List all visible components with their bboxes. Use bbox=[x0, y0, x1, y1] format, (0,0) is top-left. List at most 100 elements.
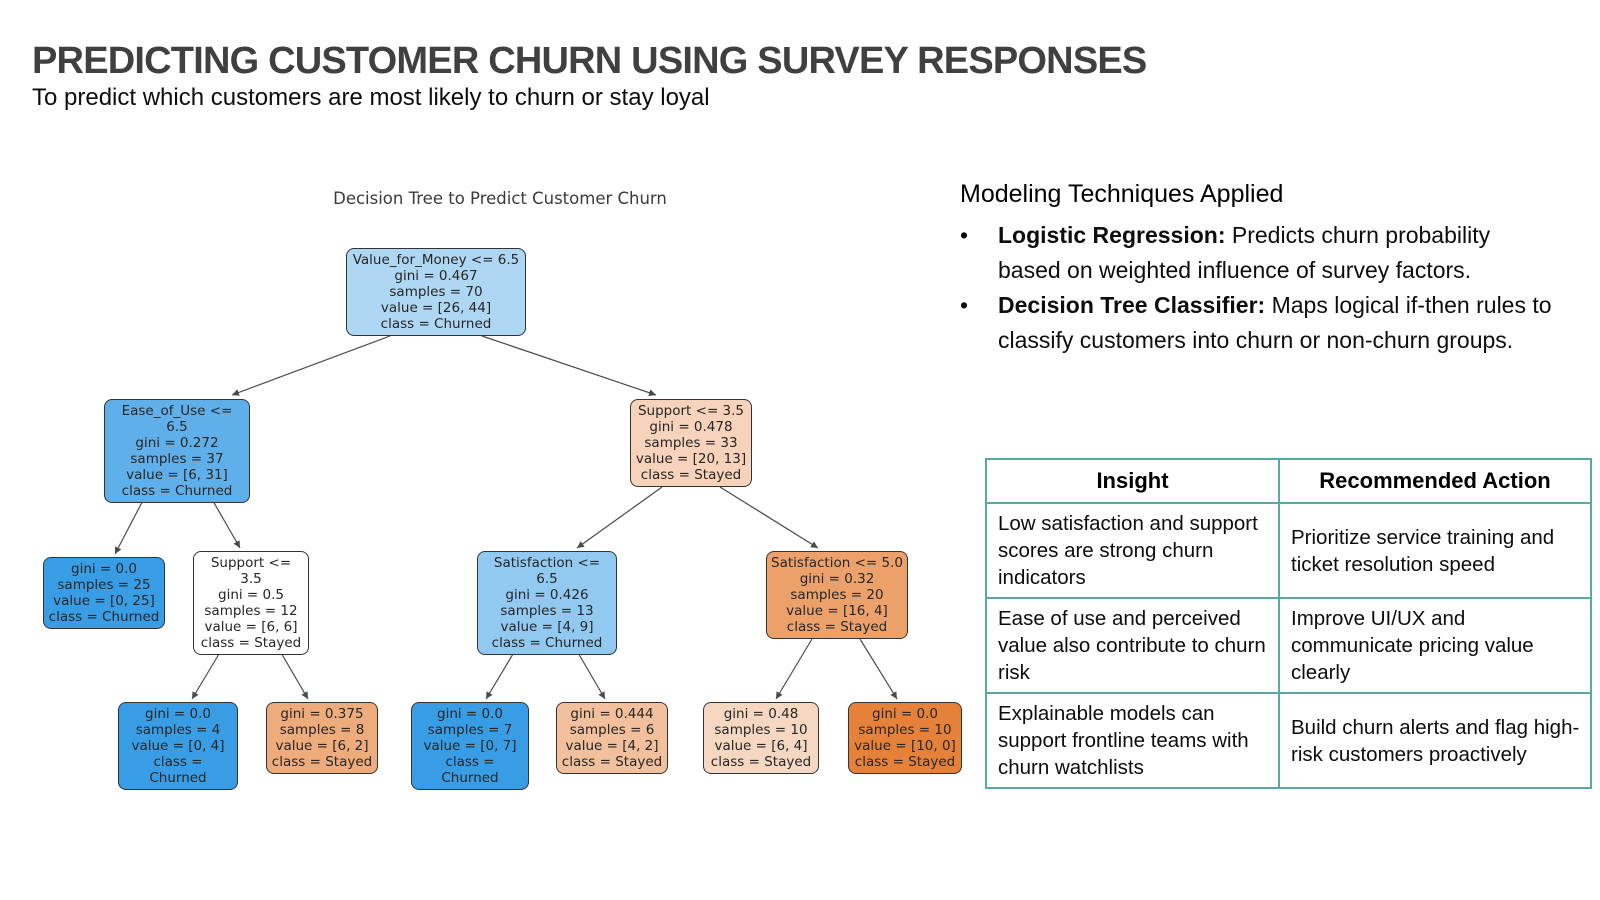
node-samples: samples = 12 bbox=[204, 603, 298, 619]
page-subtitle: To predict which customers are most like… bbox=[32, 84, 710, 111]
node-class: class = Stayed bbox=[200, 635, 302, 651]
bullet-desc: Maps logical if-then rules to classify c… bbox=[998, 292, 1552, 353]
tree-node-support-33: Support <= 3.5 gini = 0.478 samples = 33… bbox=[630, 399, 752, 487]
modeling-techniques-list: • Logistic Regression: Predicts churn pr… bbox=[960, 218, 1552, 358]
node-value: value = [4, 2] bbox=[565, 738, 659, 754]
bullet-marker: • bbox=[960, 222, 969, 248]
node-condition: Satisfaction <= 5.0 bbox=[771, 555, 903, 571]
bullet-term: Decision Tree Classifier: bbox=[998, 292, 1266, 318]
node-value: value = [6, 2] bbox=[275, 738, 369, 754]
action-cell: Build churn alerts and flag high-risk cu… bbox=[1278, 692, 1592, 789]
tree-leaf-churned-7: gini = 0.0 samples = 7 value = [0, 7] cl… bbox=[411, 702, 529, 790]
node-samples: samples = 8 bbox=[279, 722, 365, 738]
node-gini: gini = 0.5 bbox=[218, 587, 284, 603]
node-samples: samples = 4 bbox=[135, 722, 221, 738]
action-cell: Improve UI/UX and communicate pricing va… bbox=[1278, 597, 1592, 694]
insight-action-table: Insight Recommended Action Low satisfact… bbox=[985, 458, 1592, 789]
node-value: value = [16, 4] bbox=[786, 603, 888, 619]
node-value: value = [6, 31] bbox=[126, 467, 228, 483]
tree-node-root-value-for-money: Value_for_Money <= 6.5 gini = 0.467 samp… bbox=[346, 248, 526, 336]
list-item: • Logistic Regression: Predicts churn pr… bbox=[960, 218, 1552, 288]
tree-node-support-12: Support <= 3.5 gini = 0.5 samples = 12 v… bbox=[193, 551, 309, 655]
table-row: Low satisfaction and support scores are … bbox=[985, 502, 1592, 599]
node-class: class = Churned bbox=[441, 754, 499, 786]
node-samples: samples = 6 bbox=[569, 722, 655, 738]
node-class: class = Churned bbox=[149, 754, 207, 786]
node-samples: samples = 25 bbox=[57, 577, 151, 593]
tree-leaf-churned-4: gini = 0.0 samples = 4 value = [0, 4] cl… bbox=[118, 702, 238, 790]
tree-leaf-stayed-6: gini = 0.444 samples = 6 value = [4, 2] … bbox=[556, 702, 668, 774]
node-value: value = [6, 4] bbox=[714, 738, 808, 754]
bullet-text: Logistic Regression: Predicts churn prob… bbox=[998, 218, 1552, 288]
node-gini: gini = 0.375 bbox=[280, 706, 364, 722]
node-samples: samples = 7 bbox=[427, 722, 513, 738]
node-class: class = Stayed bbox=[640, 467, 742, 483]
node-value: value = [0, 25] bbox=[53, 593, 155, 609]
node-condition: Support <= 3.5 bbox=[637, 403, 745, 419]
node-samples: samples = 13 bbox=[500, 603, 594, 619]
node-gini: gini = 0.0 bbox=[71, 561, 137, 577]
node-condition: Satisfaction <= 6.5 bbox=[493, 555, 601, 587]
tree-leaf-stayed-8: gini = 0.375 samples = 8 value = [6, 2] … bbox=[266, 702, 378, 774]
tree-edges bbox=[114, 335, 898, 700]
node-gini: gini = 0.444 bbox=[570, 706, 654, 722]
table-header-row: Insight Recommended Action bbox=[985, 458, 1592, 504]
node-class: class = Churned bbox=[491, 635, 603, 651]
node-value: value = [4, 9] bbox=[500, 619, 594, 635]
page-title: PREDICTING CUSTOMER CHURN USING SURVEY R… bbox=[32, 40, 1147, 82]
list-item: • Decision Tree Classifier: Maps logical… bbox=[960, 288, 1552, 358]
node-class: class = Stayed bbox=[271, 754, 373, 770]
node-condition: Ease_of_Use <= 6.5 bbox=[121, 403, 233, 435]
table-header-insight: Insight bbox=[985, 458, 1280, 504]
bullet-desc: Predicts churn probability based on weig… bbox=[998, 222, 1491, 283]
node-class: class = Stayed bbox=[561, 754, 663, 770]
node-value: value = [10, 0] bbox=[854, 738, 956, 754]
node-gini: gini = 0.426 bbox=[505, 587, 589, 603]
node-condition: Support <= 3.5 bbox=[210, 555, 292, 587]
tree-leaf-stayed-10-pure: gini = 0.0 samples = 10 value = [10, 0] … bbox=[848, 702, 962, 774]
node-gini: gini = 0.272 bbox=[135, 435, 219, 451]
tree-chart-title: Decision Tree to Predict Customer Churn bbox=[333, 189, 667, 208]
tree-leaf-churned-25: gini = 0.0 samples = 25 value = [0, 25] … bbox=[43, 557, 165, 629]
node-value: value = [20, 13] bbox=[635, 451, 747, 467]
insight-cell: Explainable models can support frontline… bbox=[985, 692, 1280, 789]
node-class: class = Churned bbox=[48, 609, 160, 625]
insight-cell: Ease of use and perceived value also con… bbox=[985, 597, 1280, 694]
bullet-text: Decision Tree Classifier: Maps logical i… bbox=[998, 288, 1552, 358]
bullet-term: Logistic Regression: bbox=[998, 222, 1226, 248]
node-gini: gini = 0.0 bbox=[872, 706, 938, 722]
node-gini: gini = 0.467 bbox=[394, 268, 478, 284]
node-condition: Value_for_Money <= 6.5 bbox=[352, 252, 520, 268]
node-class: class = Churned bbox=[380, 316, 492, 332]
tree-leaf-stayed-10-mixed: gini = 0.48 samples = 10 value = [6, 4] … bbox=[703, 702, 819, 774]
node-class: class = Stayed bbox=[786, 619, 888, 635]
tree-node-satisfaction-50: Satisfaction <= 5.0 gini = 0.32 samples … bbox=[766, 551, 908, 639]
table-row: Ease of use and perceived value also con… bbox=[985, 597, 1592, 694]
node-samples: samples = 33 bbox=[644, 435, 738, 451]
node-samples: samples = 37 bbox=[130, 451, 224, 467]
tree-node-ease-of-use: Ease_of_Use <= 6.5 gini = 0.272 samples … bbox=[104, 399, 250, 503]
table-row: Explainable models can support frontline… bbox=[985, 692, 1592, 789]
node-gini: gini = 0.0 bbox=[437, 706, 503, 722]
node-class: class = Churned bbox=[121, 483, 233, 499]
node-class: class = Stayed bbox=[854, 754, 956, 770]
tree-node-satisfaction-65: Satisfaction <= 6.5 gini = 0.426 samples… bbox=[477, 551, 617, 655]
node-samples: samples = 10 bbox=[858, 722, 952, 738]
node-value: value = [6, 6] bbox=[204, 619, 298, 635]
node-value: value = [0, 4] bbox=[131, 738, 225, 754]
node-samples: samples = 10 bbox=[714, 722, 808, 738]
bullet-marker: • bbox=[960, 292, 969, 318]
action-cell: Prioritize service training and ticket r… bbox=[1278, 502, 1592, 599]
table-header-recommended-action: Recommended Action bbox=[1278, 458, 1592, 504]
node-class: class = Stayed bbox=[710, 754, 812, 770]
node-samples: samples = 20 bbox=[790, 587, 884, 603]
node-value: value = [0, 7] bbox=[423, 738, 517, 754]
modeling-techniques-heading: Modeling Techniques Applied bbox=[960, 180, 1284, 208]
node-samples: samples = 70 bbox=[389, 284, 483, 300]
insight-cell: Low satisfaction and support scores are … bbox=[985, 502, 1280, 599]
node-gini: gini = 0.48 bbox=[723, 706, 799, 722]
node-gini: gini = 0.0 bbox=[145, 706, 211, 722]
node-gini: gini = 0.478 bbox=[649, 419, 733, 435]
node-value: value = [26, 44] bbox=[380, 300, 492, 316]
